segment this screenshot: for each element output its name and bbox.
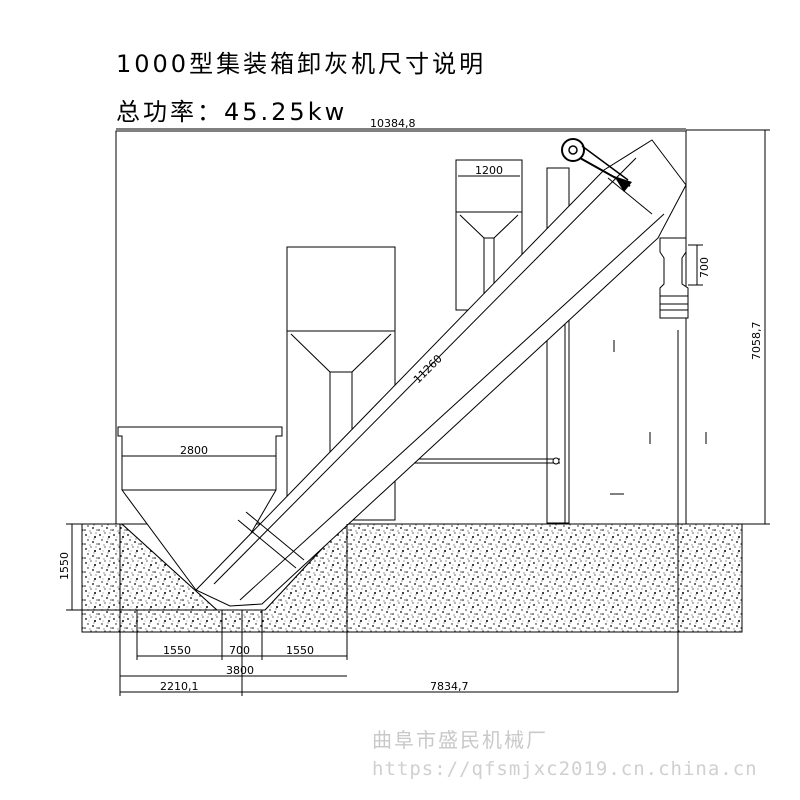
dim-offset-left: 2210,1 — [160, 680, 199, 693]
dim-pit-slope-left: 1550 — [163, 644, 191, 657]
middle-silo-cone — [286, 330, 396, 521]
dim-overall-length: 10384,8 — [370, 117, 416, 130]
drawing-title: 1000型集装箱卸灰机尺寸说明 — [116, 50, 487, 78]
dim-silo-width: 1200 — [475, 164, 503, 177]
dim-pit-bottom: 700 — [229, 644, 250, 657]
dim-hopper-width: 2800 — [180, 444, 208, 457]
dim-outlet-height: 700 — [698, 257, 711, 278]
discharge-outlet — [659, 237, 689, 319]
watermark-url: https://qfsmjxc2019.cn.china.cn — [372, 758, 758, 780]
middle-silo-body — [286, 246, 396, 332]
support-frame — [546, 167, 570, 524]
dim-overall-height: 7058,7 — [750, 322, 763, 361]
dimension-lines — [66, 128, 770, 696]
watermark-company: 曲阜市盛民机械厂 — [372, 728, 548, 752]
total-power-label: 总功率：45.25kw — [116, 98, 348, 126]
small-silo-body — [455, 159, 523, 213]
dim-pit-slope-right: 1550 — [286, 644, 314, 657]
dim-offset-right: 7834,7 — [430, 680, 469, 693]
inclined-conveyor — [195, 139, 687, 607]
dim-pit-top-width: 3800 — [226, 664, 254, 677]
dim-pit-depth: 1550 — [58, 552, 71, 580]
